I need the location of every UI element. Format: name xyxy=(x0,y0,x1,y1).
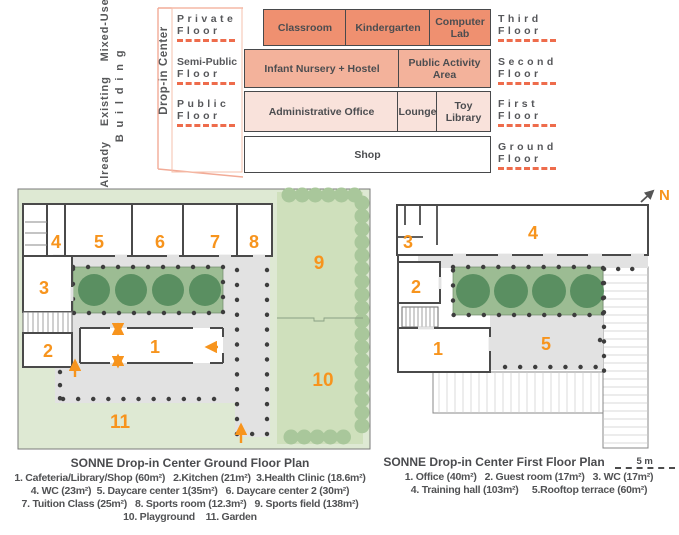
floor-label-second: Second Floor xyxy=(498,56,560,85)
wc-stalls xyxy=(397,205,438,245)
room-label-5: 5 xyxy=(541,334,551,354)
room-label-11: 11 xyxy=(110,412,131,433)
floor-label-first: First Floor xyxy=(498,98,560,127)
rooftop-terrace xyxy=(490,315,603,370)
room-cafeteria xyxy=(79,327,224,364)
dash-underline xyxy=(177,124,235,127)
courtyard xyxy=(70,264,226,316)
first-plan-legend: SONNE Drop-in Center First Floor Plan 5 … xyxy=(383,455,675,497)
staircase xyxy=(22,311,73,334)
floor-label-public: Public Floor xyxy=(177,98,239,127)
program-box-toy-library: Toy Library xyxy=(436,91,491,132)
room-kitchen xyxy=(22,332,73,368)
room-label-8: 8 xyxy=(249,232,259,252)
room-health-clinic xyxy=(22,255,73,313)
scale-line xyxy=(614,467,675,469)
courtyard-columns xyxy=(450,264,606,318)
field-divider xyxy=(277,317,363,322)
room-label-9: 9 xyxy=(314,253,325,274)
legend-line: 1. Cafeteria/Library/Shop (60m²) 2.Kitch… xyxy=(14,472,366,484)
floor-label-semi-public: Semi-Public Floor xyxy=(177,56,239,85)
stair-treads xyxy=(405,307,435,327)
program-box-shop: Shop xyxy=(244,136,491,173)
courtyard xyxy=(450,264,606,318)
room-number-labels: 1 2 3 4 5 xyxy=(403,223,551,359)
building-walls xyxy=(396,204,649,373)
building-vertical-label: Building xyxy=(114,43,126,143)
room-number-labels: 1 2 3 4 5 6 7 8 9 10 11 xyxy=(39,232,334,433)
wc-stall-lines xyxy=(25,221,47,246)
program-box-public-activity-area: Public Activity Area xyxy=(398,49,491,88)
program-box-kindergarten: Kindergarten xyxy=(345,9,431,46)
ground-floor-plan: 1 2 3 4 5 6 7 8 9 10 11 xyxy=(17,187,371,450)
floor-label-private: Private Floor xyxy=(177,13,239,42)
room-label-3: 3 xyxy=(39,278,49,298)
program-box-administrative-office: Administrative Office xyxy=(244,91,399,132)
legend-line: 7. Tuition Class (25m²) 8. Sports room (… xyxy=(21,498,359,510)
scale-label: 5 m xyxy=(636,456,653,467)
room-label-5: 5 xyxy=(94,232,104,252)
floor-label-third: Third Floor xyxy=(498,13,560,42)
column-dots xyxy=(502,266,648,388)
column-dots xyxy=(57,267,270,437)
room-label-2: 2 xyxy=(43,341,53,361)
room-label-7: 7 xyxy=(210,232,220,252)
floor-label-ground: Ground Floor xyxy=(498,141,560,170)
first-plan-title: SONNE Drop-in Center First Floor Plan xyxy=(383,455,605,469)
dash-underline xyxy=(498,82,556,85)
room-guest xyxy=(397,261,441,304)
courtyard-columns xyxy=(70,264,226,316)
legend-line: 1. Office (40m²) 2. Guest room (17m²) 3.… xyxy=(404,471,654,483)
drop-in-center-bracket xyxy=(157,7,244,178)
courtyard-trees xyxy=(456,274,604,308)
first-floor-plan: N 1 2 3 4 5 xyxy=(396,187,670,449)
north-arrow: N xyxy=(640,187,670,204)
program-box-classroom: Classroom xyxy=(263,9,347,46)
room-label-10: 10 xyxy=(312,370,333,391)
room-label-1: 1 xyxy=(150,337,160,357)
room-office xyxy=(397,327,491,373)
legend-line: 4. Training hall (103m²) 5.Rooftop terra… xyxy=(410,484,648,496)
room-label-4: 4 xyxy=(51,232,61,252)
existing-building-vertical-label: Already Existing Mixed-Use xyxy=(99,0,111,188)
dash-underline xyxy=(177,82,235,85)
room-label-1: 1 xyxy=(433,339,443,359)
room-label-3: 3 xyxy=(403,232,413,252)
dash-underline xyxy=(498,167,556,170)
legend-line: 4. WC (23m²) 5. Daycare center 1(35m²) 6… xyxy=(30,485,350,497)
dash-underline xyxy=(498,124,556,127)
building-walls xyxy=(22,203,273,368)
dash-underline xyxy=(498,39,556,42)
legend-line: 10. Playground 11. Garden xyxy=(123,511,257,523)
staircase xyxy=(401,306,439,328)
room-label-2: 2 xyxy=(411,277,421,297)
ground-plan-title: SONNE Drop-in Center Ground Floor Plan xyxy=(70,456,310,470)
stair-treads xyxy=(27,312,69,333)
program-box-computer-lab: Computer Lab xyxy=(429,9,491,46)
north-label: N xyxy=(659,187,670,204)
scale-bar: 5 m xyxy=(614,456,675,469)
program-box-lounge: Lounge xyxy=(397,91,438,132)
program-box-infant-nursery-hostel: Infant Nursery + Hostel xyxy=(244,49,400,88)
room-label-4: 4 xyxy=(528,223,538,243)
dash-underline xyxy=(177,39,235,42)
courtyard-trees xyxy=(78,274,221,306)
entrance-arrows xyxy=(68,322,248,443)
room-label-6: 6 xyxy=(155,232,165,252)
ground-plan-legend: SONNE Drop-in Center Ground Floor Plan 1… xyxy=(6,456,374,524)
circulation-grey xyxy=(418,255,648,370)
sports-field-playground xyxy=(277,187,370,445)
